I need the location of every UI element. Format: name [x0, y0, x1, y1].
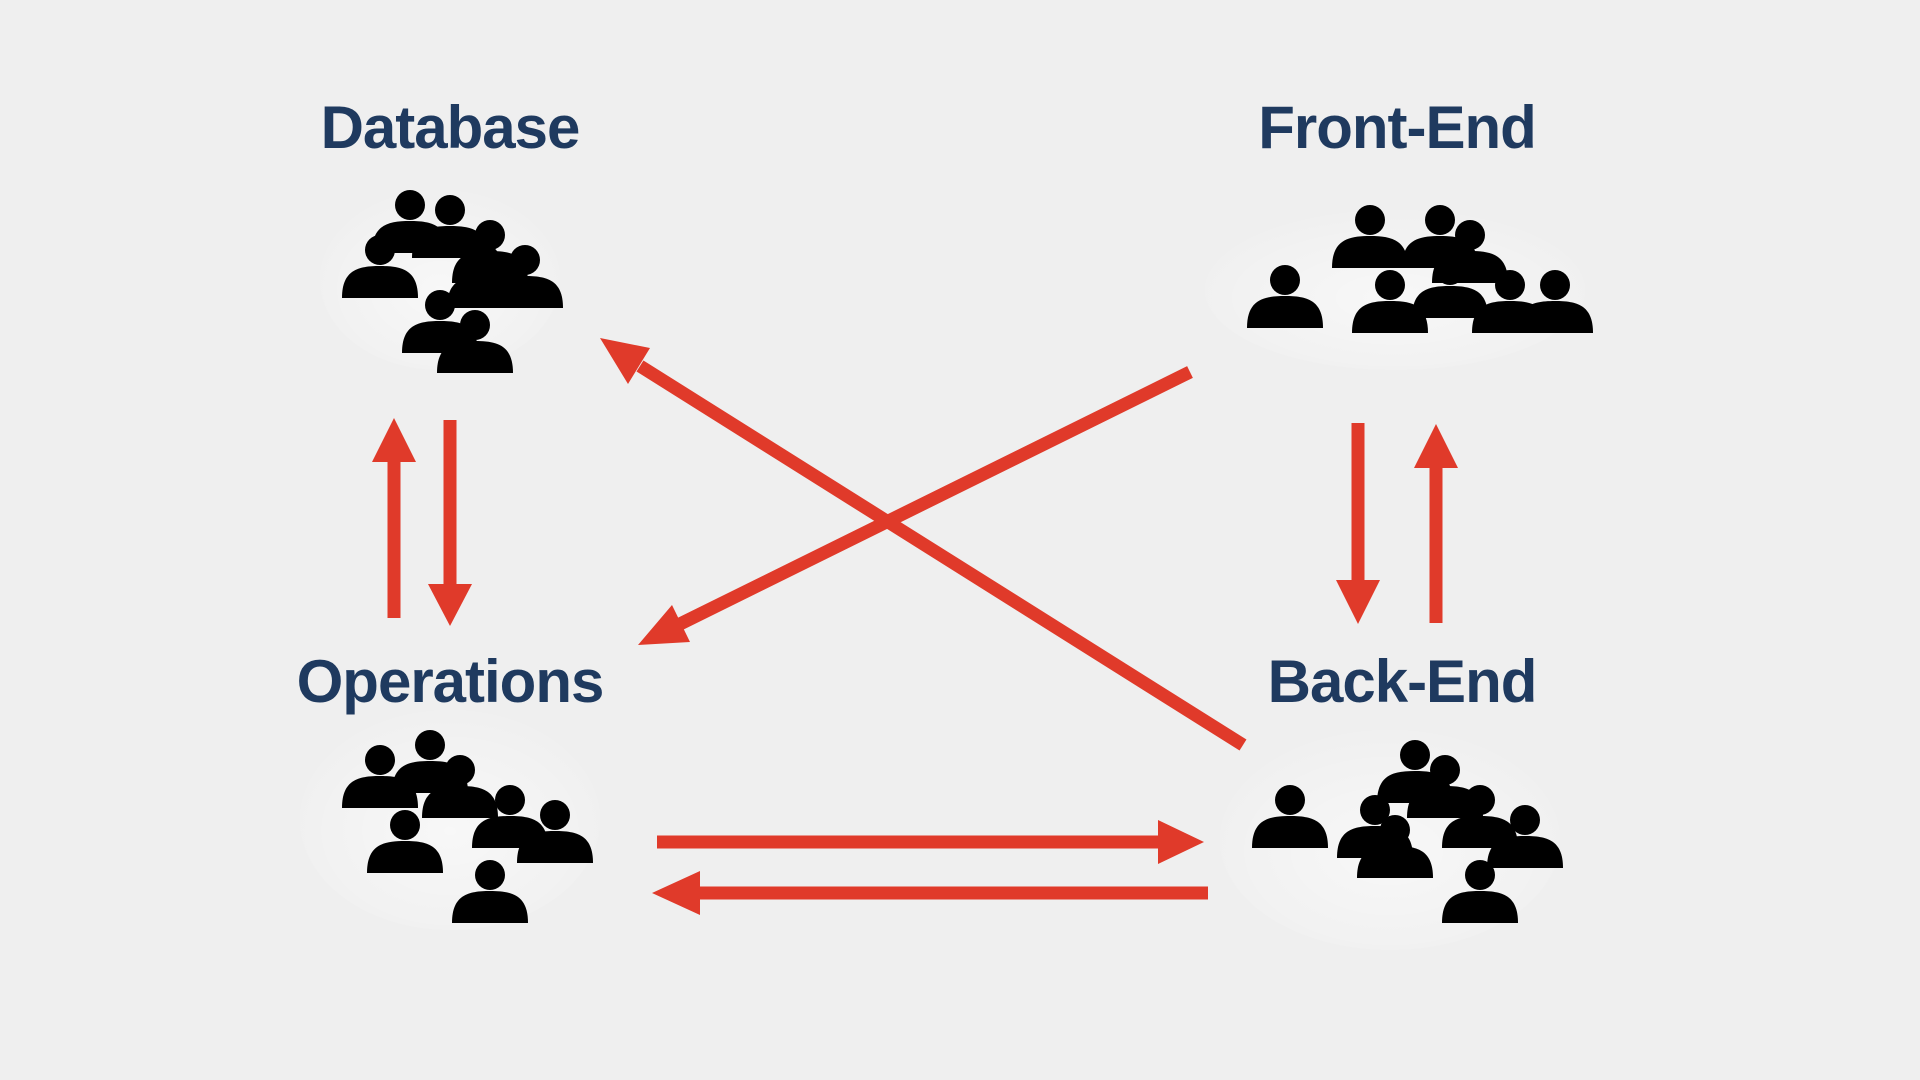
people-group-database-icon: [320, 190, 563, 373]
arrow-frontend-to-backend: [1336, 423, 1380, 624]
arrow-backend-to-frontend: [1414, 424, 1458, 623]
people-group-backend-icon: [1220, 730, 1563, 950]
people-group-frontend-icon: [1205, 205, 1593, 370]
arrow-operations-to-backend: [657, 820, 1204, 864]
team-label-database: Database: [321, 94, 580, 161]
arrow-frontend-to-operations: [638, 366, 1193, 645]
people-group-operations-icon: [300, 710, 600, 930]
arrow-backend-to-database: [600, 338, 1247, 751]
arrow-database-to-operations: [428, 420, 472, 626]
arrow-backend-to-operations: [652, 871, 1208, 915]
team-label-backend: Back-End: [1268, 648, 1537, 715]
team-label-operations: Operations: [297, 648, 604, 715]
arrow-operations-to-database: [372, 418, 416, 618]
team-label-frontend: Front-End: [1258, 94, 1536, 161]
